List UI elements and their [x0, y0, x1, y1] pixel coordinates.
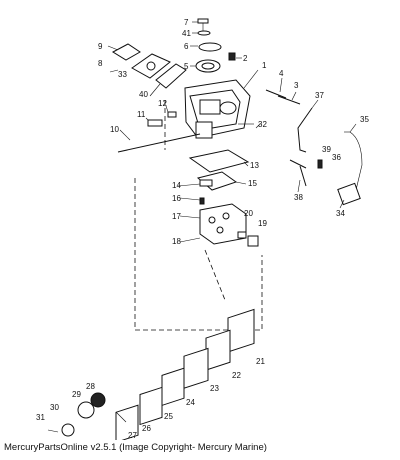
callout-11: 11 — [137, 110, 146, 119]
plug-part — [167, 111, 177, 118]
plate-24-part — [161, 367, 185, 407]
gasket-40-part — [155, 63, 187, 89]
screw-31-part — [47, 429, 59, 433]
assembly-dashed-line — [134, 178, 263, 331]
spring-part — [147, 119, 163, 127]
spring-28-part — [90, 392, 106, 408]
callout-39: 39 — [322, 145, 331, 154]
callout-40: 40 — [139, 90, 148, 99]
callout-5: 5 — [184, 62, 189, 71]
lower-body-part — [199, 203, 247, 245]
callout-14: 14 — [172, 181, 181, 190]
cable-part — [349, 131, 363, 191]
callout-36: 36 — [332, 153, 341, 162]
screw-part — [197, 18, 211, 36]
callout-23: 23 — [210, 384, 219, 393]
exploded-parts-diagram: 7 41 6 2 3 4 5 9 8 33 1 40 37 35 12 11 1… — [36, 18, 369, 440]
callout-10: 10 — [110, 125, 119, 134]
callout-20: 20 — [244, 209, 253, 218]
disk-inner-part — [201, 62, 215, 70]
diaphragm-part — [198, 42, 222, 52]
needle-part — [265, 89, 287, 99]
needle-part — [277, 95, 301, 105]
callout-27: 27 — [128, 431, 137, 440]
link-part — [289, 159, 307, 169]
clamp-part — [337, 182, 361, 206]
cap-30-part — [61, 423, 75, 437]
callout-35: 35 — [360, 115, 369, 124]
gasket-part — [111, 43, 141, 61]
callout-29: 29 — [72, 390, 81, 399]
callout-3: 3 — [294, 81, 299, 90]
callout-41: 41 — [182, 29, 191, 38]
needle-valve-part — [199, 197, 205, 205]
callout-6: 6 — [184, 42, 189, 51]
callout-32: 32 — [258, 120, 267, 129]
assembly-dashed-line — [204, 249, 226, 301]
callout-15: 15 — [248, 179, 257, 188]
throttle-rod-part — [117, 133, 201, 153]
callout-24: 24 — [186, 398, 195, 407]
callout-22: 22 — [232, 371, 241, 380]
callout-30: 30 — [50, 403, 59, 412]
callout-28: 28 — [86, 382, 95, 391]
callout-33: 33 — [118, 70, 127, 79]
callout-2: 2 — [243, 54, 248, 63]
link-part — [299, 165, 307, 187]
callout-9: 9 — [98, 42, 103, 51]
float-part — [199, 179, 213, 187]
fitting-20-part — [237, 231, 247, 239]
callout-34: 34 — [336, 209, 345, 218]
plate-22-part — [205, 329, 231, 371]
plate-23-part — [183, 347, 209, 389]
callout-16: 16 — [172, 194, 181, 203]
choke-lever-part — [297, 107, 313, 153]
callout-18: 18 — [172, 237, 181, 246]
disk-29-part — [77, 401, 95, 419]
pin-part — [317, 159, 323, 169]
callout-numbers: 7 41 6 2 3 4 5 9 8 33 1 40 37 35 12 11 1… — [36, 18, 369, 440]
callout-31: 31 — [36, 413, 45, 422]
screw-27-part — [115, 411, 127, 423]
cover-hole — [146, 61, 156, 71]
callout-25: 25 — [164, 412, 173, 421]
callout-26: 26 — [142, 424, 151, 433]
plate-21-part — [227, 308, 255, 353]
callout-37: 37 — [315, 91, 324, 100]
callout-4: 4 — [279, 69, 284, 78]
carburetor-body — [184, 79, 251, 139]
callout-8: 8 — [98, 59, 103, 68]
callout-1: 1 — [262, 61, 267, 70]
callout-21: 21 — [256, 357, 265, 366]
callout-17: 17 — [172, 212, 181, 221]
leader-lines — [109, 21, 357, 243]
callout-7: 7 — [184, 18, 189, 27]
callout-13: 13 — [250, 161, 259, 170]
gasket-plate-part — [188, 149, 250, 173]
callout-12: 12 — [158, 99, 167, 108]
callout-19: 19 — [258, 219, 267, 228]
callout-38: 38 — [294, 193, 303, 202]
fitting-19-part — [247, 235, 259, 247]
plate-25-part — [139, 386, 163, 426]
fitting-part — [228, 52, 236, 61]
copyright-caption: MercuryPartsOnline v2.5.1 (Image Copyrig… — [4, 442, 267, 453]
pump-cover-part — [115, 404, 139, 440]
